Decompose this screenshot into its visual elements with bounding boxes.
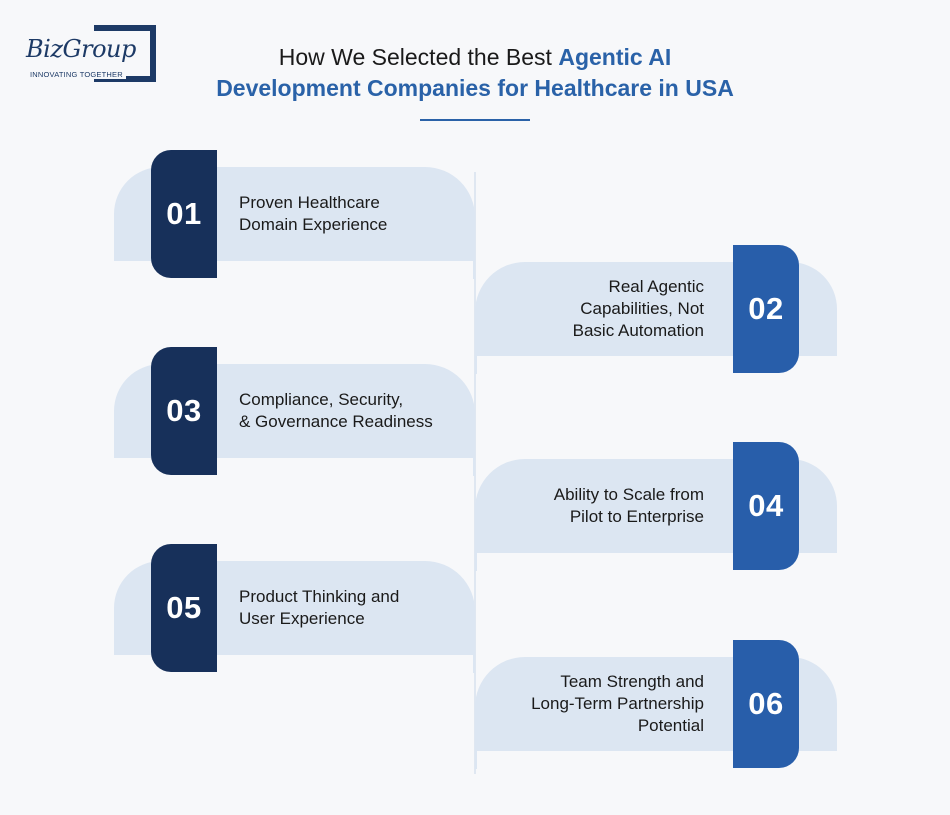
step-number: 02: [733, 245, 799, 373]
center-connector-line: [474, 172, 476, 774]
step-label: Product Thinking and User Experience: [239, 587, 400, 628]
logo-frame: [94, 25, 156, 82]
step-card-03: 03 Compliance, Security, & Governance Re…: [114, 347, 475, 477]
title-line1-accent: Agentic AI: [558, 44, 672, 70]
step-card-05: 05 Product Thinking and User Experience: [114, 544, 475, 674]
step-number: 04: [733, 442, 799, 570]
logo-brand: BizGroup: [26, 35, 138, 63]
step-label: Team Strength and Long-Term Partnership …: [531, 672, 704, 735]
title-line1-prefix: How We Selected the Best: [278, 44, 559, 70]
step-number: 01: [151, 150, 217, 278]
step-card-02: 02 Real Agentic Capabilities, Not Basic …: [475, 245, 837, 375]
step-label: Proven Healthcare Domain Experience: [239, 193, 388, 234]
step-label: Compliance, Security, & Governance Readi…: [239, 390, 433, 431]
title-line2: Development Companies for Healthcare in …: [216, 75, 734, 101]
logo-tagline: INNOVATING TOGETHER: [30, 70, 126, 79]
title-underline: [420, 119, 530, 121]
step-card-04: 04 Ability to Scale from Pilot to Enterp…: [475, 442, 837, 572]
step-label: Ability to Scale from Pilot to Enterpris…: [553, 485, 704, 526]
step-number: 06: [733, 640, 799, 768]
step-card-01: 01 Proven Healthcare Domain Experience: [114, 150, 475, 280]
step-card-06: 06 Team Strength and Long-Term Partnersh…: [475, 640, 837, 770]
bizgroup-logo: BizGroup INNOVATING TOGETHER: [24, 25, 156, 83]
step-number: 03: [151, 347, 217, 475]
step-number: 05: [151, 544, 217, 672]
step-label: Real Agentic Capabilities, Not Basic Aut…: [572, 277, 704, 340]
page-title: How We Selected the Best Agentic AI Deve…: [150, 42, 800, 104]
